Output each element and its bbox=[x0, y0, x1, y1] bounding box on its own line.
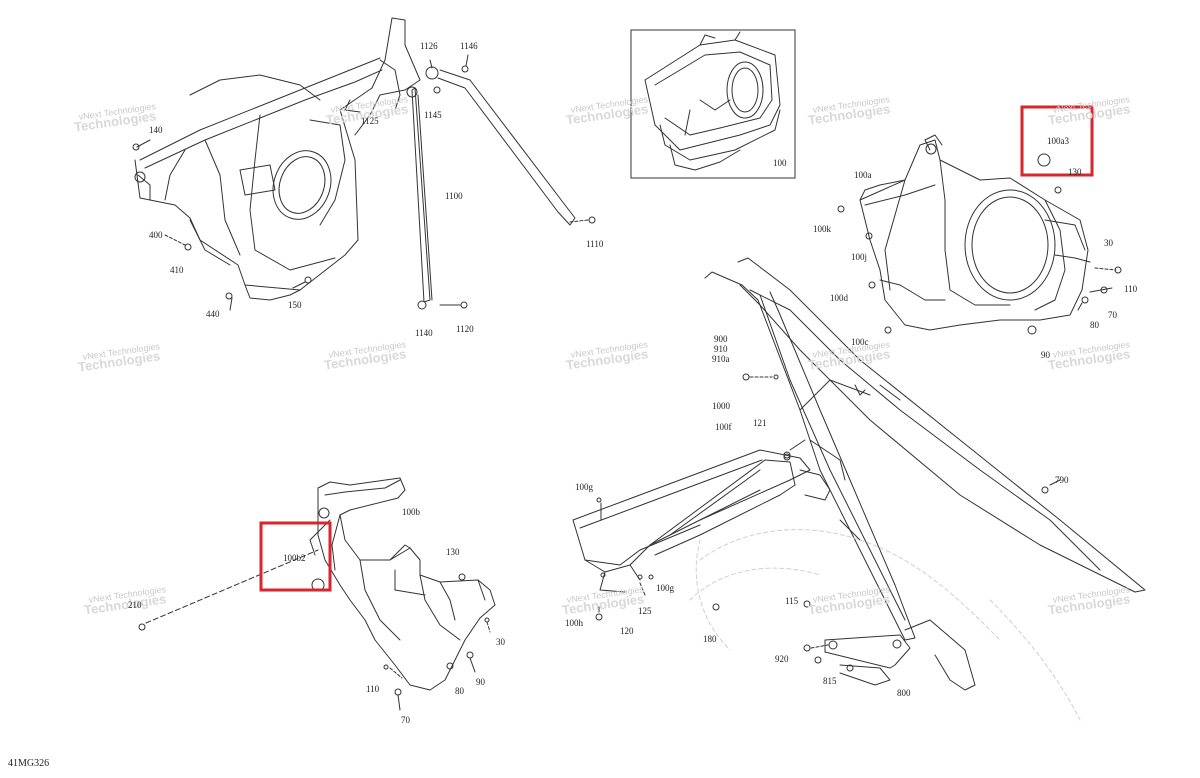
callout-140: 140 bbox=[149, 125, 163, 135]
callout-121: 121 bbox=[753, 418, 767, 428]
callout-790: 790 bbox=[1055, 475, 1069, 485]
lower-bracket-assembly bbox=[803, 634, 911, 686]
callout-1100: 1100 bbox=[445, 191, 463, 201]
callout-100h: 100h bbox=[565, 618, 583, 628]
inset-frame-view bbox=[630, 29, 796, 179]
lower-left-frame-assembly bbox=[138, 477, 496, 711]
callout-180: 180 bbox=[703, 634, 717, 644]
callout-100j: 100j bbox=[851, 252, 868, 262]
callout-1145: 1145 bbox=[424, 110, 442, 120]
callout-1146: 1146 bbox=[460, 41, 478, 51]
callout-100: 100 bbox=[773, 158, 787, 168]
callout-100c: 100c bbox=[851, 337, 869, 347]
highlight-box-100b2 bbox=[259, 521, 332, 592]
callout-stack-900: 900 910 910a bbox=[712, 334, 730, 364]
callout-90-lower: 90 bbox=[476, 677, 485, 687]
callout-30-lower: 30 bbox=[496, 637, 505, 647]
callout-110-right: 110 bbox=[1124, 284, 1138, 294]
callout-70-lower: 70 bbox=[401, 715, 410, 725]
callout-440: 440 bbox=[206, 309, 220, 319]
callout-80-lower: 80 bbox=[455, 686, 464, 696]
callout-1140: 1140 bbox=[415, 328, 433, 338]
callout-70-right: 70 bbox=[1108, 310, 1117, 320]
callout-125: 125 bbox=[638, 606, 652, 616]
callout-1120: 1120 bbox=[456, 324, 474, 334]
callout-100a3: 100a3 bbox=[1047, 136, 1069, 146]
callout-800: 800 bbox=[897, 688, 911, 698]
callout-100k: 100k bbox=[813, 224, 831, 234]
callout-100b: 100b bbox=[402, 507, 420, 517]
callout-130-right: 130 bbox=[1068, 167, 1082, 177]
callout-410: 410 bbox=[170, 265, 184, 275]
callout-100d: 100d bbox=[830, 293, 848, 303]
callout-1125: 1125 bbox=[361, 116, 379, 126]
callout-815: 815 bbox=[823, 676, 837, 686]
rod-assembly bbox=[406, 54, 596, 310]
callout-150: 150 bbox=[288, 300, 302, 310]
inset-frame-border bbox=[630, 29, 796, 179]
phantom-lines bbox=[689, 529, 1081, 721]
upper-left-frame-assembly bbox=[132, 17, 421, 311]
callout-100a: 100a bbox=[854, 170, 872, 180]
callout-110-lower: 110 bbox=[366, 684, 380, 694]
callout-900: 900 bbox=[714, 334, 728, 344]
callout-100f: 100f bbox=[715, 422, 732, 432]
callout-100g-lower: 100g bbox=[656, 583, 674, 593]
callout-120: 120 bbox=[620, 626, 634, 636]
callout-400: 400 bbox=[149, 230, 163, 240]
callout-90-right: 90 bbox=[1041, 350, 1050, 360]
callout-30-right: 30 bbox=[1104, 238, 1113, 248]
callout-1126: 1126 bbox=[420, 41, 438, 51]
callout-1000: 1000 bbox=[712, 401, 730, 411]
callout-100b2: 100b2 bbox=[283, 553, 306, 563]
center-frame-tube-assembly bbox=[704, 257, 1146, 691]
callout-130-lower: 130 bbox=[446, 547, 460, 557]
callout-210: 210 bbox=[128, 600, 142, 610]
callout-115: 115 bbox=[785, 596, 799, 606]
document-code: 41MG326 bbox=[8, 758, 50, 769]
callout-1110: 1110 bbox=[586, 239, 604, 249]
highlight-box-100a3 bbox=[1020, 105, 1094, 177]
callout-910: 910 bbox=[714, 344, 728, 354]
floor-panel-assembly bbox=[572, 449, 831, 621]
callout-80-right: 80 bbox=[1090, 320, 1099, 330]
callout-920: 920 bbox=[775, 654, 789, 664]
callout-100g-upper: 100g bbox=[575, 482, 593, 492]
callout-910a: 910a bbox=[712, 354, 730, 364]
right-upper-frame-assembly bbox=[837, 134, 1122, 335]
